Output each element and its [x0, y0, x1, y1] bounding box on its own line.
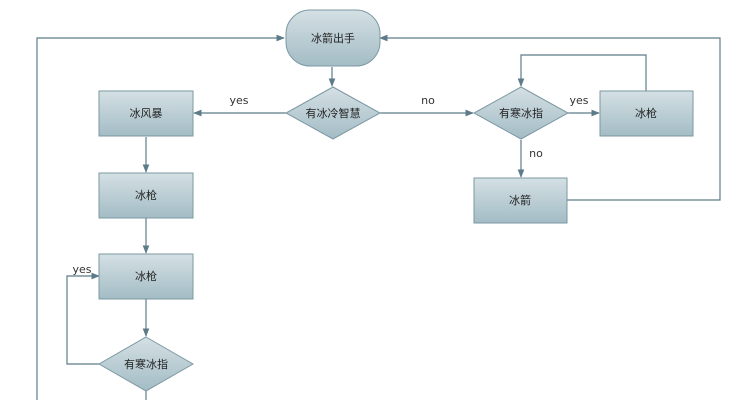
- start-node: [285, 9, 381, 67]
- edge-outer-loop-to-start: [36, 34, 285, 400]
- right-arrow-node: [473, 177, 568, 224]
- lance-node-2: [98, 253, 194, 300]
- main-no-label: no: [421, 94, 435, 107]
- main-decision-label: 有冰冷智慧: [306, 106, 361, 120]
- right-decision-node: [472, 86, 570, 140]
- storm-node: [98, 90, 194, 137]
- right-lance-node: [599, 90, 694, 137]
- edge-right-arrow-loop-to-start: [379, 34, 721, 201]
- right-arrow-label: 冰箭: [509, 193, 531, 207]
- start-node-label: 冰箭出手: [311, 31, 355, 45]
- main-yes-label: yes: [229, 94, 248, 107]
- lance-node-1-label: 冰枪: [135, 188, 157, 202]
- storm-node-label: 冰风暴: [130, 107, 163, 120]
- lance-node-1: [98, 172, 194, 219]
- lance-node-2-label: 冰枪: [135, 269, 157, 283]
- left-decision-node: [97, 336, 195, 392]
- main-decision-node: [284, 86, 382, 140]
- left-decision-label: 有寒冰指: [124, 357, 168, 371]
- right-lance-label: 冰枪: [635, 106, 657, 120]
- edge-left-yes-loop-to-lance-2: [66, 272, 100, 365]
- right-no-label: no: [529, 147, 543, 160]
- right-decision-label: 有寒冰指: [499, 106, 543, 120]
- left-yes-label: yes: [72, 263, 91, 276]
- right-yes-label: yes: [569, 94, 588, 107]
- edge-right-lance-loop-back: [517, 54, 647, 91]
